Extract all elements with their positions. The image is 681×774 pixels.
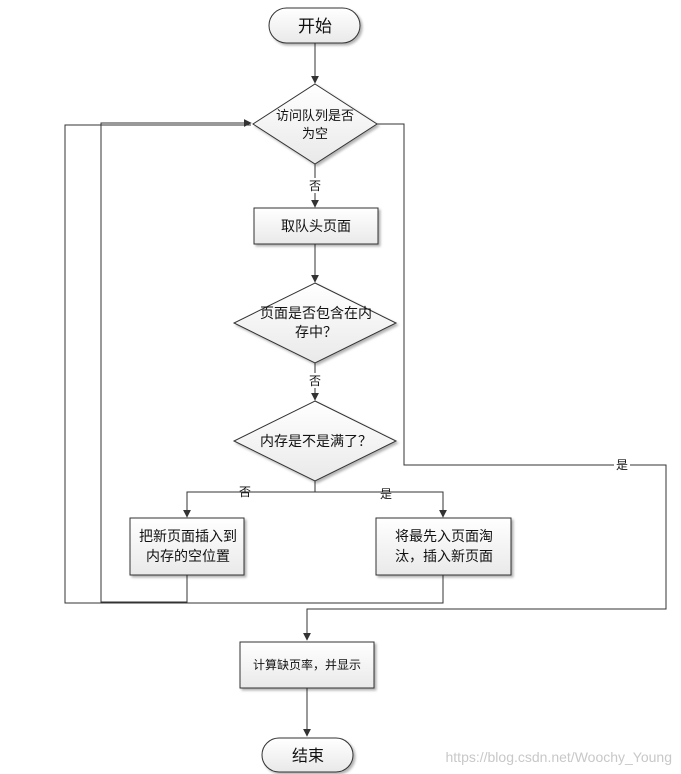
edge-insert-loop-back <box>100 119 252 603</box>
label-yes-queue: 是 <box>616 458 628 472</box>
start-label: 开始 <box>298 17 332 37</box>
decision-in-memory: 页面是否包含在内 存中？ <box>232 282 398 364</box>
edge-check-full-no <box>183 491 315 518</box>
process-compute-rate-label: 计算缺页率，并显示 <box>253 657 361 672</box>
edge-replace-loop-back <box>64 124 444 604</box>
process-replace-fifo-line1: 将最先入页面淘 <box>395 529 493 545</box>
process-replace-fifo-line2: 汰，插入新页面 <box>395 549 493 565</box>
decision-in-memory-line2: 存中？ <box>295 325 337 341</box>
process-insert-empty-line2: 内存的空位置 <box>146 549 230 565</box>
label-no-full: 否 <box>239 485 251 499</box>
process-compute-rate: 计算缺页率，并显示 <box>239 641 375 689</box>
decision-queue-empty-line2: 为空 <box>302 127 328 142</box>
edge-check-queue-yes <box>303 123 667 641</box>
decision-queue-empty-line1: 访问队列是否 <box>276 109 354 124</box>
edge-check-full-yes <box>315 491 447 518</box>
start-node: 开始 <box>268 7 361 44</box>
label-no-queue: 否 <box>309 179 321 193</box>
label-no-memory: 否 <box>309 374 321 388</box>
process-insert-empty: 把新页面插入到 内存的空位置 <box>129 517 245 576</box>
end-node: 结束 <box>261 737 354 773</box>
watermark: https://blog.csdn.net/Woochy_Young <box>446 749 673 765</box>
decision-memory-full-label: 内存是不是满了？ <box>260 434 372 450</box>
connectors <box>64 43 667 737</box>
decision-in-memory-line1: 页面是否包含在内 <box>260 306 372 322</box>
process-replace-fifo: 将最先入页面淘 汰，插入新页面 <box>375 517 512 576</box>
decision-queue-empty: 访问队列是否 为空 <box>252 83 378 165</box>
decision-memory-full: 内存是不是满了？ <box>232 400 398 482</box>
edge-labels: 否 否 否 是 是 <box>239 178 630 501</box>
label-yes-full: 是 <box>380 487 392 501</box>
process-take-head: 取队头页面 <box>253 207 379 245</box>
process-take-head-label: 取队头页面 <box>281 219 351 235</box>
end-label: 结束 <box>292 746 324 765</box>
process-insert-empty-line1: 把新页面插入到 <box>139 529 237 545</box>
